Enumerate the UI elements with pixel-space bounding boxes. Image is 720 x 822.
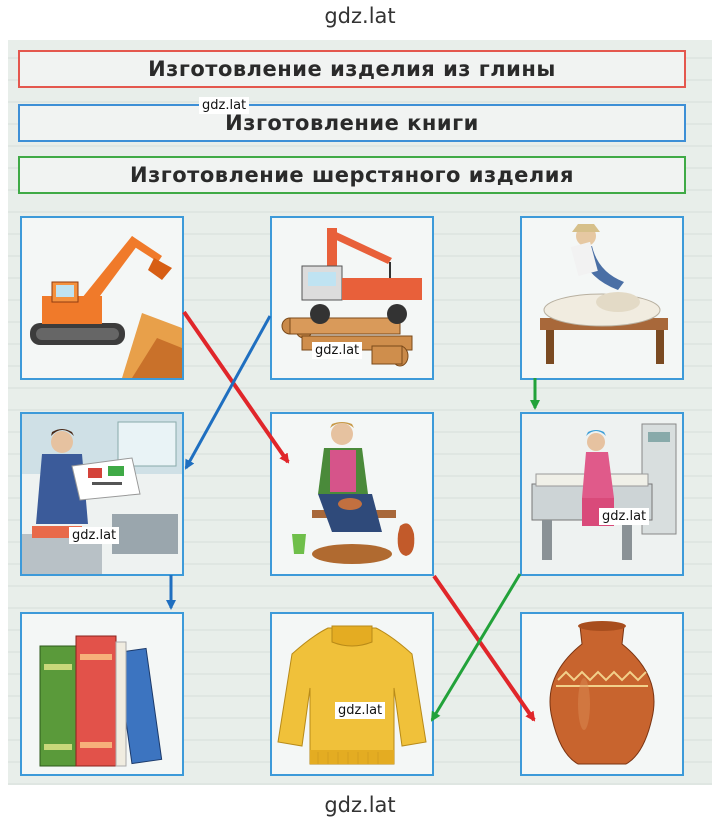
watermark-label: gdz.lat bbox=[599, 508, 650, 525]
cell-excavator bbox=[20, 216, 184, 380]
watermark-label: gdz.lat bbox=[312, 342, 363, 359]
sheep-shearing-icon bbox=[522, 218, 682, 378]
watermark-label: gdz.lat bbox=[69, 527, 120, 544]
cell-sheep-shearing bbox=[520, 216, 684, 380]
cell-vase bbox=[520, 612, 684, 776]
excavator-icon bbox=[22, 218, 182, 378]
watermark-label: gdz.lat bbox=[335, 702, 386, 719]
loom-icon bbox=[522, 414, 682, 574]
banner-book-making: Изготовление книги bbox=[18, 104, 686, 142]
cell-books bbox=[20, 612, 184, 776]
clay-vase-icon bbox=[522, 614, 682, 774]
cell-sweater bbox=[270, 612, 434, 776]
banner-wool-product: Изготовление шерстяного изделия bbox=[18, 156, 686, 194]
books-icon bbox=[22, 614, 182, 774]
banner-clay-product: Изготовление изделия из глины bbox=[18, 50, 686, 88]
arrow-book-1 bbox=[184, 315, 272, 470]
watermark-top: gdz.lat bbox=[324, 4, 396, 28]
worksheet: Изготовление изделия из глины Изготовлен… bbox=[8, 40, 712, 785]
cell-printing bbox=[20, 412, 184, 576]
cell-potter bbox=[270, 412, 434, 576]
man-reading-proofs-icon bbox=[22, 414, 182, 574]
watermark-label: gdz.lat bbox=[199, 97, 250, 114]
arrow-clay-2 bbox=[432, 574, 536, 722]
sweater-icon bbox=[272, 614, 432, 774]
potter-wheel-icon bbox=[272, 414, 432, 574]
watermark-bottom: gdz.lat bbox=[324, 793, 396, 817]
cell-weaving bbox=[520, 412, 684, 576]
arrow-wool-2 bbox=[430, 573, 522, 722]
